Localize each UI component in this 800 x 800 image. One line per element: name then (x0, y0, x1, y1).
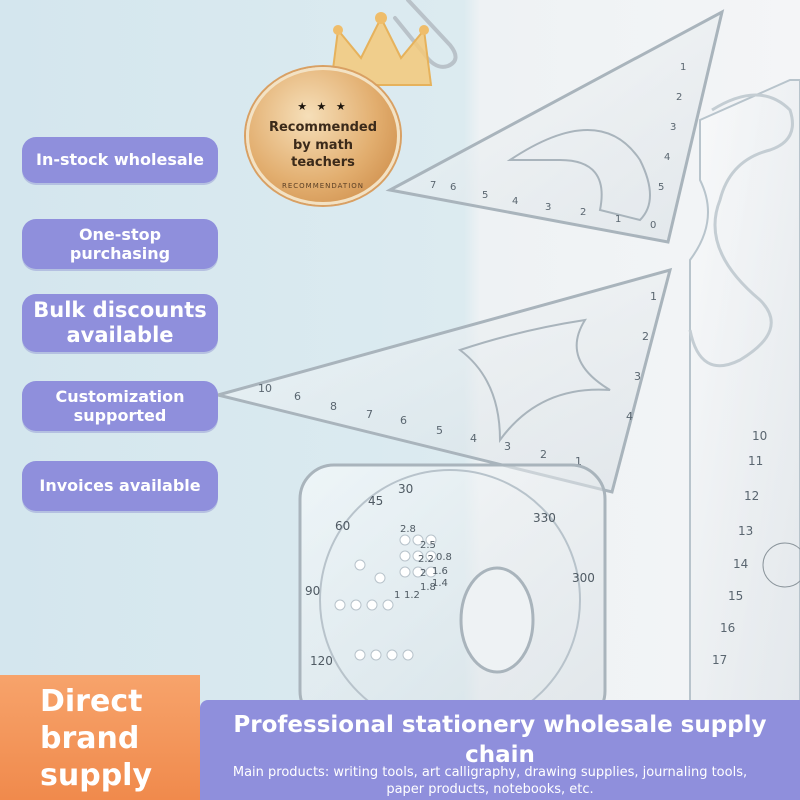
direct-line: brand (40, 721, 140, 756)
svg-text:2: 2 (420, 568, 426, 579)
svg-text:5: 5 (658, 182, 664, 193)
svg-text:16: 16 (720, 621, 735, 635)
svg-text:4: 4 (626, 410, 633, 423)
stencil-dots (334, 534, 437, 661)
svg-text:330: 330 (533, 511, 556, 525)
svg-text:2: 2 (642, 330, 649, 343)
upper-triangle-numbers: 7 6 5 4 3 2 1 0 1 2 3 4 5 (430, 62, 686, 231)
svg-text:3: 3 (504, 440, 511, 453)
feature-pill-customization: Customization supported (22, 381, 218, 431)
svg-text:0.8: 0.8 (436, 552, 452, 563)
feature-label: One-stop purchasing (69, 224, 171, 263)
svg-text:15: 15 (728, 589, 743, 603)
feature-pill-in-stock: In-stock wholesale (22, 137, 218, 183)
svg-text:2: 2 (580, 207, 586, 218)
svg-text:45: 45 (368, 494, 383, 508)
svg-text:6: 6 (400, 414, 407, 427)
svg-text:120: 120 (310, 654, 333, 668)
feature-pill-one-stop: One-stop purchasing (22, 219, 218, 269)
svg-text:1: 1 (680, 62, 686, 73)
svg-text:4: 4 (512, 196, 518, 207)
svg-text:2.5: 2.5 (420, 540, 436, 551)
svg-text:3: 3 (670, 122, 676, 133)
svg-text:13: 13 (738, 524, 753, 538)
svg-text:2: 2 (540, 448, 547, 461)
feature-label: Invoices available (39, 476, 201, 496)
svg-text:2: 2 (676, 92, 682, 103)
svg-text:30: 30 (398, 482, 413, 496)
feature-label: Bulk discounts available (33, 297, 207, 347)
svg-text:8: 8 (330, 400, 337, 413)
svg-text:1.4: 1.4 (432, 578, 448, 589)
svg-text:60: 60 (335, 519, 350, 533)
svg-text:3: 3 (545, 202, 551, 213)
svg-text:11: 11 (748, 454, 763, 468)
crown-icon (329, 12, 433, 86)
svg-text:1: 1 (575, 455, 582, 468)
svg-text:1.8: 1.8 (420, 582, 436, 593)
svg-text:6: 6 (450, 182, 456, 193)
svg-text:1.2: 1.2 (404, 590, 420, 601)
svg-text:300: 300 (572, 571, 595, 585)
svg-text:5: 5 (436, 424, 443, 437)
svg-text:7: 7 (366, 408, 373, 421)
badge-text: Recommended by math teachers (268, 120, 378, 171)
svg-text:0: 0 (650, 220, 656, 231)
svg-text:10: 10 (752, 429, 767, 443)
svg-text:2.2: 2.2 (418, 554, 434, 565)
banner-title: Professional stationery wholesale supply… (233, 712, 767, 768)
svg-text:1.6: 1.6 (432, 566, 448, 577)
recommendation-badge: ★ ★ ★ Recommended by math teachers RECOM… (246, 67, 400, 205)
svg-text:7: 7 (430, 180, 436, 191)
svg-text:5: 5 (482, 190, 488, 201)
badge-ring-text: RECOMMENDATION (281, 182, 365, 190)
svg-text:1: 1 (394, 590, 400, 601)
svg-text:6: 6 (294, 390, 301, 403)
svg-text:4: 4 (664, 152, 670, 163)
feature-label: In-stock wholesale (36, 150, 204, 170)
straight-ruler-numbers: 10 11 12 13 14 15 16 17 (712, 429, 767, 667)
feature-pill-invoices: Invoices available (22, 461, 218, 511)
svg-text:3: 3 (634, 370, 641, 383)
svg-text:10: 10 (258, 382, 272, 395)
banner-subtitle: Main products: writing tools, art callig… (232, 765, 748, 797)
svg-text:1: 1 (650, 290, 657, 303)
feature-pill-bulk-discounts: Bulk discounts available (22, 294, 218, 352)
direct-line: Direct (40, 684, 143, 719)
svg-text:17: 17 (712, 653, 727, 667)
svg-text:4: 4 (470, 432, 477, 445)
feature-label: Customization supported (55, 386, 185, 425)
svg-text:2.8: 2.8 (400, 524, 416, 535)
direct-brand-supply-block: Direct brand supply (0, 675, 200, 800)
lower-triangle-numbers: 10 6 8 7 6 5 4 3 2 1 1 2 3 4 (258, 290, 657, 468)
supply-chain-banner: Professional stationery wholesale supply… (200, 700, 800, 800)
direct-line: supply (40, 758, 153, 793)
stencil-values: 2.8 2.5 2.2 2 1.8 1.6 1.4 1.2 1 0.8 (394, 524, 452, 601)
protractor-numbers: 45 30 60 90 120 330 300 (305, 482, 595, 668)
svg-text:14: 14 (733, 557, 748, 571)
svg-text:90: 90 (305, 584, 320, 598)
star-rating-icon: ★ ★ ★ (297, 100, 349, 114)
svg-text:12: 12 (744, 489, 759, 503)
svg-text:1: 1 (615, 214, 621, 225)
